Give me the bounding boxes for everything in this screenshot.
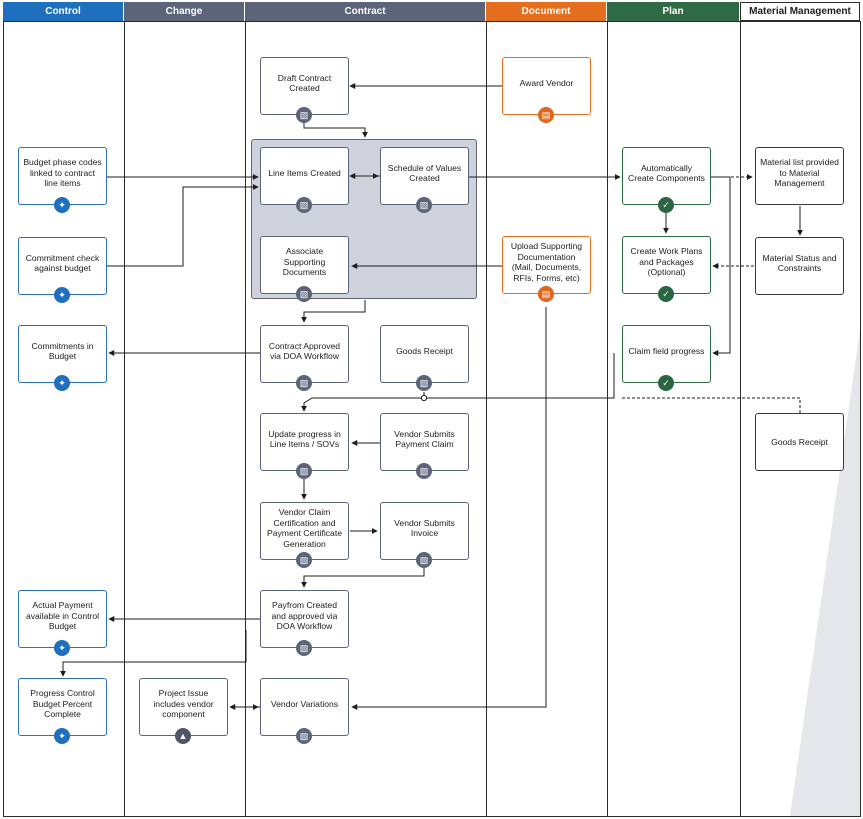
associate-docs-label: Associate Supporting Documents bbox=[282, 246, 327, 278]
commitment-check[interactable]: Commitment check against budget bbox=[18, 237, 107, 295]
plan-icon: ✓ bbox=[658, 375, 674, 391]
contract-icon: ▧ bbox=[296, 552, 312, 568]
auto-components-label: Automatically Create Components bbox=[628, 162, 705, 184]
goods-receipt[interactable]: Goods Receipt bbox=[380, 325, 469, 383]
contract-icon: ▧ bbox=[296, 107, 312, 123]
contract-icon: ▧ bbox=[296, 640, 312, 656]
edge-commitment-to-line-items bbox=[107, 184, 259, 267]
commitments-budget-label: Commitments in Budget bbox=[31, 340, 94, 362]
control-icon: ✦ bbox=[54, 197, 70, 213]
sov-label: Schedule of Values Created bbox=[387, 162, 462, 184]
automatically-create-components[interactable]: Automatically Create Components bbox=[622, 147, 711, 205]
contract-icon: ▧ bbox=[296, 375, 312, 391]
claim-cert-label: Vendor Claim Certification and Payment C… bbox=[267, 507, 342, 549]
vendor-submits-invoice[interactable]: Vendor Submits Invoice bbox=[380, 502, 469, 560]
lane-change bbox=[124, 21, 245, 817]
draft-contract-label: Draft Contract Created bbox=[277, 72, 332, 94]
payform-created[interactable]: Payfrom Created and approved via DOA Wor… bbox=[260, 590, 349, 648]
contract-icon: ▧ bbox=[416, 463, 432, 479]
goods-receipt-mm-label: Goods Receipt bbox=[771, 436, 828, 447]
project-issue-label: Project Issue includes vendor component bbox=[153, 688, 214, 720]
change-icon: ▲ bbox=[175, 728, 191, 744]
commitments-in-budget[interactable]: Commitments in Budget bbox=[18, 325, 107, 383]
actual-payment-label: Actual Payment available in Control Budg… bbox=[25, 600, 100, 632]
contract-icon: ▧ bbox=[416, 552, 432, 568]
contract-approved[interactable]: Contract Approved via DOA Workflow bbox=[260, 325, 349, 383]
control-icon: ✦ bbox=[54, 287, 70, 303]
edge-claim-to-update bbox=[301, 353, 615, 412]
lane-header-change: Change bbox=[124, 2, 244, 21]
vendor-variations[interactable]: Vendor Variations bbox=[260, 678, 349, 736]
lane-header-control: Control bbox=[3, 2, 123, 21]
schedule-of-values-created[interactable]: Schedule of Values Created bbox=[380, 147, 469, 205]
control-icon: ✦ bbox=[54, 728, 70, 744]
edge-goods-receipt-mm-to-update bbox=[620, 397, 801, 413]
document-icon: ▤ bbox=[538, 286, 554, 302]
material-list-provided[interactable]: Material list provided to Material Manag… bbox=[755, 147, 844, 205]
material-status-label: Material Status and Constraints bbox=[762, 252, 837, 274]
edge-group-to-approved bbox=[301, 300, 366, 323]
award-vendor[interactable]: Award Vendor bbox=[502, 57, 591, 115]
edge-draft-to-group bbox=[303, 122, 368, 138]
line-items-label: Line Items Created bbox=[268, 167, 341, 178]
update-progress-label: Update progress in Line Items / SOVs bbox=[268, 428, 341, 450]
goods-receipt-material[interactable]: Goods Receipt bbox=[755, 413, 844, 471]
create-work-plans[interactable]: Create Work Plans and Packages (Optional… bbox=[622, 236, 711, 294]
payform-label: Payfrom Created and approved via DOA Wor… bbox=[271, 600, 338, 632]
control-icon: ✦ bbox=[54, 640, 70, 656]
lane-contract bbox=[245, 21, 486, 817]
diagram-bottom-border bbox=[3, 816, 861, 817]
vendor-submits-payment-claim[interactable]: Vendor Submits Payment Claim bbox=[380, 413, 469, 471]
line-items-created[interactable]: Line Items Created bbox=[260, 147, 349, 205]
lane-header-material-management: Material Management bbox=[740, 2, 860, 21]
claim-progress-label: Claim field progress bbox=[628, 345, 705, 356]
award-vendor-label: Award Vendor bbox=[519, 77, 574, 88]
work-plans-label: Create Work Plans and Packages (Optional… bbox=[630, 246, 703, 278]
update-progress[interactable]: Update progress in Line Items / SOVs bbox=[260, 413, 349, 471]
contract-approved-label: Contract Approved via DOA Workflow bbox=[268, 340, 341, 362]
budget-phase-codes[interactable]: Budget phase codes linked to contract li… bbox=[18, 147, 107, 205]
edge-components-to-claim bbox=[711, 176, 731, 356]
plan-icon: ✓ bbox=[658, 197, 674, 213]
vendor-claim-certification[interactable]: Vendor Claim Certification and Payment C… bbox=[260, 502, 349, 560]
contract-icon: ▧ bbox=[296, 728, 312, 744]
goods-receipt-label: Goods Receipt bbox=[396, 345, 453, 356]
plan-icon: ✓ bbox=[658, 286, 674, 302]
lane-document bbox=[486, 21, 607, 817]
lane-material-management bbox=[740, 21, 861, 817]
lane-header-plan: Plan bbox=[607, 2, 739, 21]
upload-docs-label: Upload Supporting Documentation (Mail, D… bbox=[510, 241, 583, 283]
claim-field-progress[interactable]: Claim field progress bbox=[622, 325, 711, 383]
budget-codes-label: Budget phase codes linked to contract li… bbox=[23, 157, 102, 189]
edge-invoice-to-payform bbox=[301, 566, 425, 588]
progress-control-budget[interactable]: Progress Control Budget Percent Complete bbox=[18, 678, 107, 736]
lane-plan bbox=[607, 21, 740, 817]
commitment-check-label: Commitment check against budget bbox=[25, 252, 100, 274]
lane-header-contract: Contract bbox=[245, 2, 485, 21]
invoice-label: Vendor Submits Invoice bbox=[394, 517, 455, 539]
payment-claim-label: Vendor Submits Payment Claim bbox=[394, 428, 455, 450]
contract-icon: ▧ bbox=[296, 197, 312, 213]
contract-icon: ▧ bbox=[416, 375, 432, 391]
upload-supporting-documentation[interactable]: Upload Supporting Documentation (Mail, D… bbox=[502, 236, 591, 294]
lane-control bbox=[3, 21, 124, 817]
progress-control-label: Progress Control Budget Percent Complete bbox=[30, 688, 95, 720]
material-list-label: Material list provided to Material Manag… bbox=[760, 157, 839, 189]
contract-icon: ▧ bbox=[296, 286, 312, 302]
lane-header-document: Document bbox=[486, 2, 606, 21]
contract-icon: ▧ bbox=[296, 463, 312, 479]
edge-upload-to-variations bbox=[351, 307, 547, 710]
edge-payform-to-progress bbox=[60, 630, 247, 677]
vendor-variations-label: Vendor Variations bbox=[270, 698, 339, 709]
material-status-constraints[interactable]: Material Status and Constraints bbox=[755, 237, 844, 295]
control-icon: ✦ bbox=[54, 375, 70, 391]
document-icon: ▤ bbox=[538, 107, 554, 123]
contract-icon: ▧ bbox=[416, 197, 432, 213]
associate-supporting-documents[interactable]: Associate Supporting Documents bbox=[260, 236, 349, 294]
